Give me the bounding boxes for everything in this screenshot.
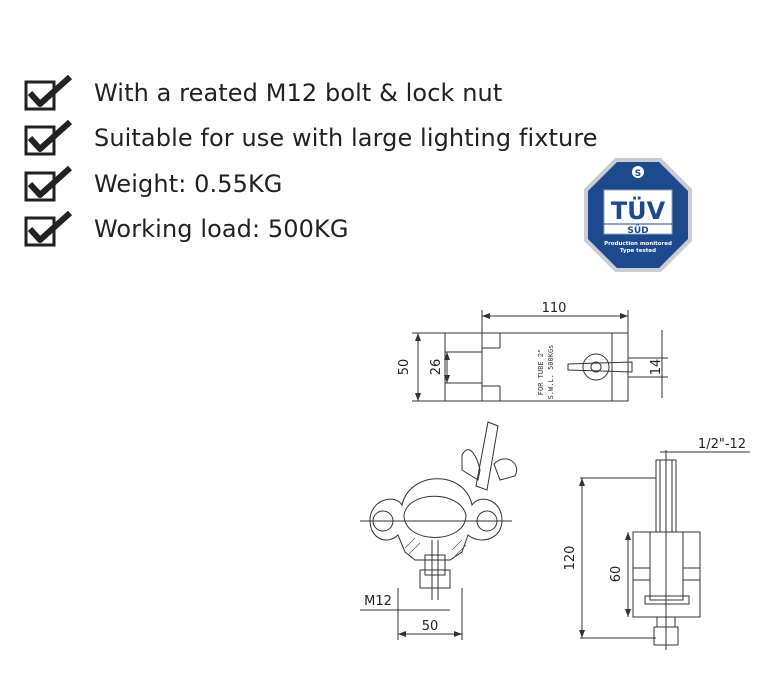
front-view-drawing	[360, 421, 518, 640]
feature-item: Weight: 0.55KG	[24, 161, 598, 207]
badge-caption-2: Type tested	[620, 248, 656, 254]
feature-text: With a reated M12 bolt & lock nut	[94, 78, 503, 107]
feature-list: With a reated M12 bolt & lock nut Suitab…	[24, 70, 598, 252]
dim-front-width: 50	[422, 619, 439, 634]
badge-caption-1: Production monitored	[604, 241, 672, 247]
dimension-arrows	[398, 313, 631, 638]
checkbox-checked-icon	[24, 211, 73, 247]
dim-inner-height: 26	[429, 359, 444, 376]
feature-text: Weight: 0.55KG	[94, 169, 283, 198]
clamp-stamp-line-1: FOR TUBE 2"	[537, 349, 545, 395]
feature-text: Suitable for use with large lighting fix…	[94, 124, 598, 153]
top-view-drawing	[412, 310, 668, 402]
tuv-sud-certification-logo: S TÜV SÜD Production monitored Type test…	[584, 158, 692, 272]
dim-side-height: 120	[563, 546, 578, 571]
clamp-stamp-line-2: S.W.L. 500KGs	[547, 345, 555, 400]
dim-side-inner: 60	[609, 566, 624, 583]
badge-sub: SÜD	[627, 225, 648, 236]
dim-bolt: 14	[649, 359, 664, 376]
side-view-drawing	[580, 450, 750, 650]
dim-top-height: 50	[397, 359, 412, 376]
section-hatch	[404, 537, 467, 557]
feature-item: With a reated M12 bolt & lock nut	[24, 70, 598, 116]
dim-thread: 1/2"-12	[698, 437, 746, 452]
dim-top-width: 110	[542, 301, 567, 316]
badge-mark: TÜV	[611, 195, 666, 225]
feature-text: Working load: 500KG	[94, 215, 349, 244]
feature-item: Suitable for use with large lighting fix…	[24, 116, 598, 162]
checkbox-checked-icon	[24, 165, 73, 202]
checkbox-checked-icon	[24, 74, 73, 111]
feature-item: Working load: 500KG	[24, 207, 598, 253]
dim-bolt-label: M12	[364, 594, 392, 609]
checkbox-checked-icon	[24, 120, 73, 156]
svg-text:S: S	[635, 169, 641, 179]
